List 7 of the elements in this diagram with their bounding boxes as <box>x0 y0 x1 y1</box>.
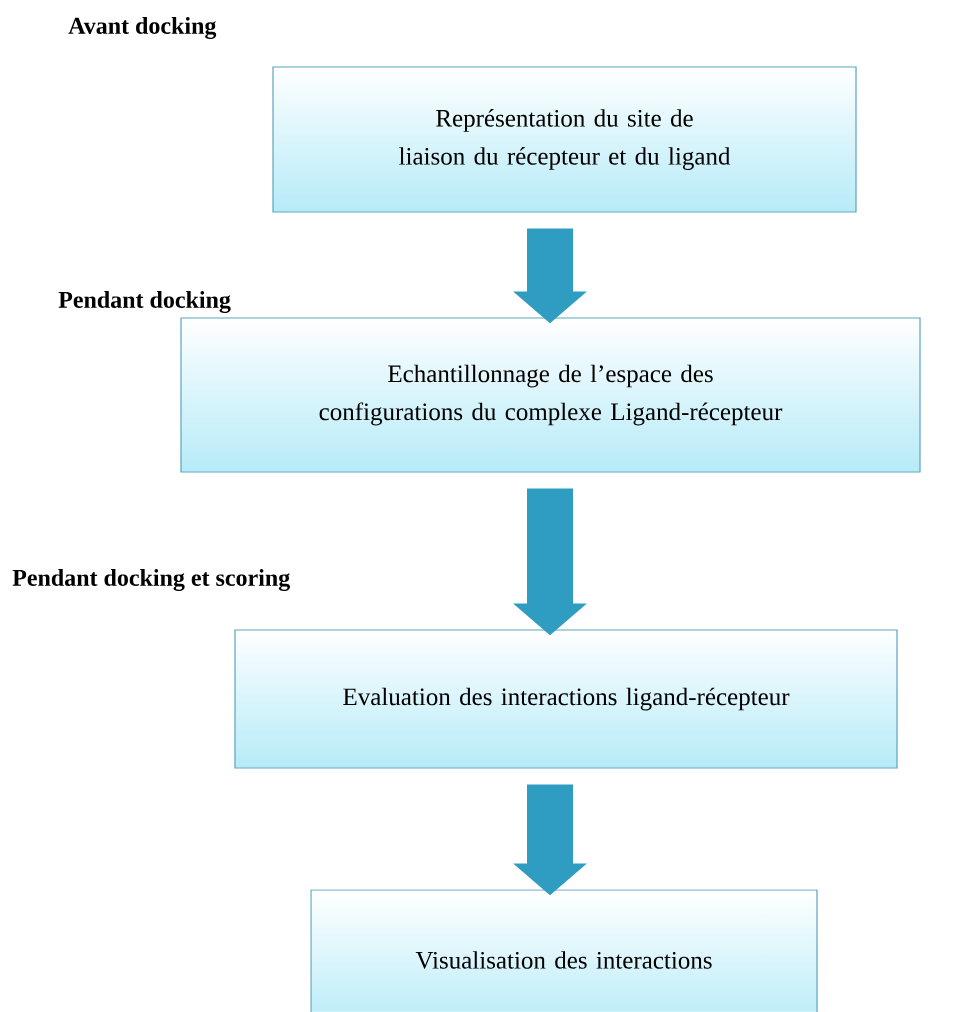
process-box: Evaluation des interactions ligand-récepteur <box>234 629 898 769</box>
process-box: Visualisation des interactions <box>310 889 818 1012</box>
phase-heading: Avant docking <box>68 17 217 39</box>
process-box: Représentation du site de liaison du récepteur et du ligand <box>272 66 857 213</box>
phase-heading: Pendant docking <box>58 291 231 313</box>
process-box: Echantillonnage de l’espace des configurations du complexe Ligand-récepteur <box>180 317 921 473</box>
phase-heading: Pendant docking et scoring <box>12 569 290 591</box>
